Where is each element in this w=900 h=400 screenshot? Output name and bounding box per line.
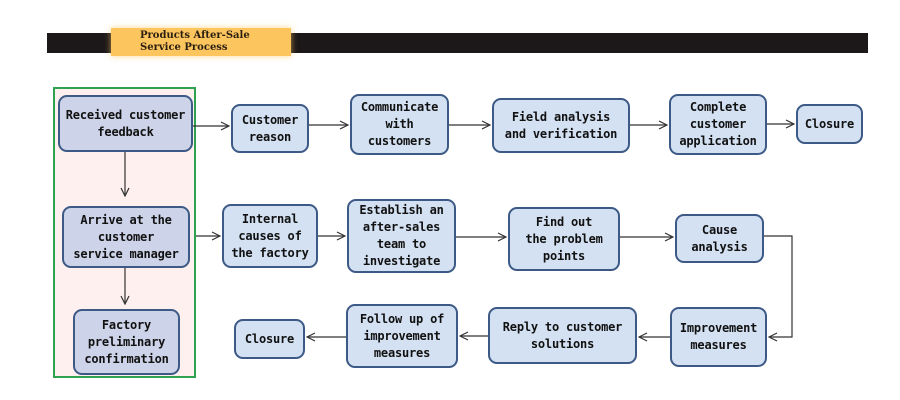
node-reply-solutions: Reply to customer solutions xyxy=(488,307,637,364)
node-establish-team: Establish an after-sales team to investi… xyxy=(347,199,456,273)
node-customer-reason: Customer reason xyxy=(231,104,309,153)
node-field-analysis: Field analysis and verification xyxy=(492,98,630,153)
title-tag xyxy=(111,28,291,56)
node-factory-confirmation: Factory preliminary confirmation xyxy=(73,309,180,375)
node-internal-causes: Internal causes of the factory xyxy=(222,204,318,268)
node-find-problem: Find out the problem points xyxy=(508,207,620,271)
node-cause-analysis: Cause analysis xyxy=(675,214,764,263)
node-closure-top: Closure xyxy=(796,104,863,144)
node-arrive-manager: Arrive at the customer service manager xyxy=(62,206,190,268)
node-follow-up: Follow up of improvement measures xyxy=(346,304,458,368)
diagram-title: Products After-Sale Service Process xyxy=(140,30,250,53)
node-closure-bottom: Closure xyxy=(234,319,305,359)
node-complete-application: Complete customer application xyxy=(669,94,767,155)
node-communicate: Communicate with customers xyxy=(350,94,449,155)
node-received-feedback: Received customer feedback xyxy=(58,95,193,152)
node-improvement-measures: Improvement measures xyxy=(670,307,767,367)
arrow-cause-to-improvement xyxy=(764,235,793,337)
